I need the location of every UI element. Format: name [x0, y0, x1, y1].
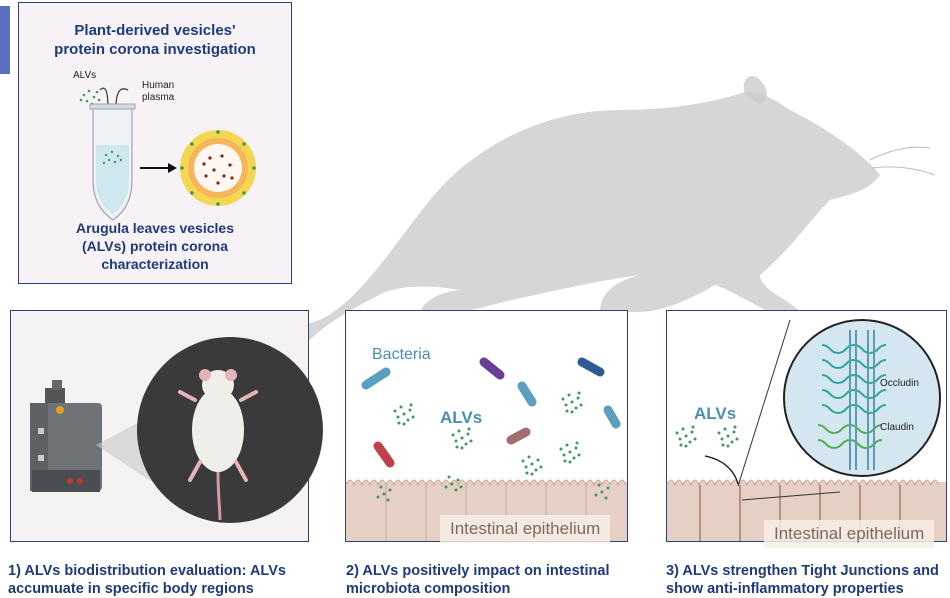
label-alvs-panel2: ALVs [440, 408, 483, 427]
label-claudin: Claudin [880, 422, 914, 433]
label-occludin: Occludin [880, 378, 919, 389]
panel1-caption-line1: 1) ALVs biodistribution evaluation: ALVs [8, 563, 286, 579]
label-bacteria: Bacteria [372, 346, 431, 363]
label-epithelium-panel2: Intestinal epithelium [440, 515, 611, 543]
panel3-caption-line2: show anti-inflammatory properties [666, 581, 904, 597]
top-panel-subtitle-line1: Arugula leaves vesicles [76, 220, 234, 236]
imaging-device-icon [30, 380, 102, 492]
panel2-caption-line1: 2) ALVs positively impact on intestinal [346, 563, 610, 579]
label-alvs-top: ALVs [73, 70, 97, 81]
alvs-cluster-icon [376, 391, 610, 502]
tube-icon [89, 103, 136, 221]
label-alvs-panel3: ALVs [694, 404, 737, 423]
top-panel-subtitle-line3: characterization [101, 256, 209, 272]
panel3-caption-line1: 3) ALVs strengthen Tight Junctions and [666, 563, 939, 579]
bacteria-icon [361, 357, 621, 468]
mouse-icon [178, 369, 258, 521]
panel2-caption-line2: microbiota composition [346, 581, 511, 597]
label-epithelium-panel3: Intestinal epithelium [764, 520, 935, 548]
alvs-dots-icon [79, 89, 101, 106]
top-panel-title-line1: Plant-derived vesicles' [74, 22, 236, 39]
tight-junction-icon [817, 330, 887, 470]
accent-bar [0, 6, 10, 74]
label-human: Human [142, 80, 175, 91]
top-panel-subtitle-line2: (ALVs) protein corona [82, 238, 228, 254]
vesicle-icon [180, 130, 256, 206]
label-plasma: plasma [142, 92, 175, 103]
panel1-caption-line2: accumuate in specific body regions [8, 581, 254, 597]
top-panel-title-line2: protein corona investigation [54, 41, 256, 58]
